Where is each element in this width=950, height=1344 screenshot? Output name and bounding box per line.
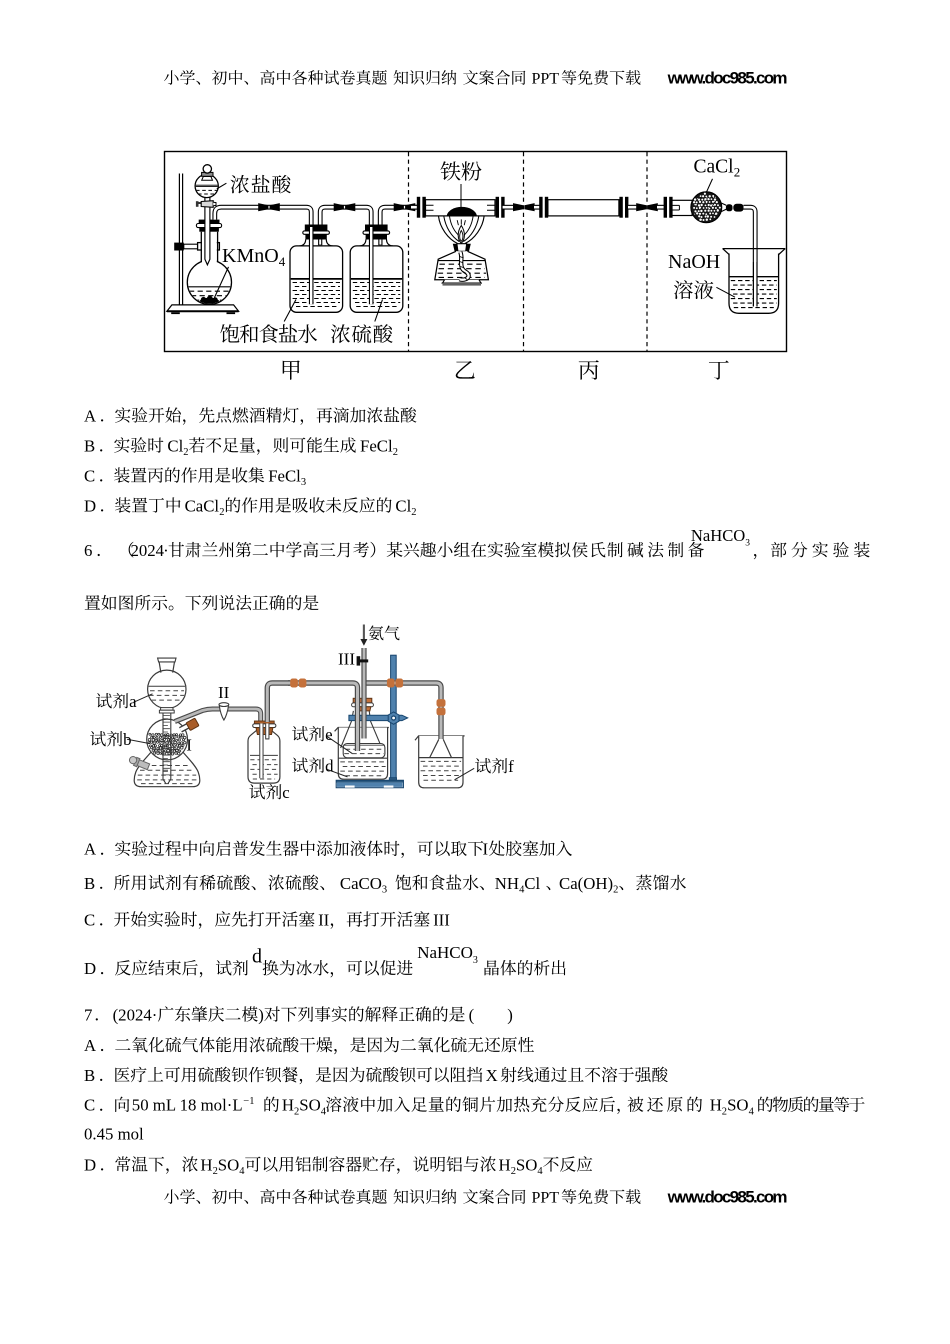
svg-text:2: 2 bbox=[734, 165, 741, 180]
svg-text:B: B bbox=[84, 874, 95, 893]
svg-text:CaCl: CaCl bbox=[694, 157, 735, 178]
svg-text:Cl: Cl bbox=[167, 436, 183, 455]
svg-text:3: 3 bbox=[301, 477, 306, 488]
svg-text:d: d bbox=[325, 757, 334, 776]
svg-text:C: C bbox=[84, 1096, 95, 1115]
svg-text:PPT: PPT bbox=[532, 1190, 560, 1207]
svg-text:I: I bbox=[483, 840, 489, 859]
svg-text:NaHCO: NaHCO bbox=[417, 943, 473, 962]
svg-text:2: 2 bbox=[393, 447, 398, 458]
svg-text:3: 3 bbox=[382, 884, 387, 895]
svg-text:4: 4 bbox=[749, 1106, 755, 1117]
svg-text:2: 2 bbox=[613, 884, 618, 895]
svg-text:PPT: PPT bbox=[532, 71, 560, 88]
svg-text:SO: SO bbox=[218, 1155, 239, 1174]
svg-text:2: 2 bbox=[511, 1166, 516, 1177]
svg-text:X: X bbox=[486, 1066, 498, 1085]
svg-text:·: · bbox=[152, 1005, 158, 1024]
svg-text:KMnO: KMnO bbox=[222, 245, 279, 267]
svg-text:C: C bbox=[84, 466, 95, 485]
svg-text:·: · bbox=[163, 541, 169, 560]
svg-text:SO: SO bbox=[727, 1096, 748, 1115]
svg-text:b: b bbox=[123, 730, 131, 749]
svg-text:2: 2 bbox=[411, 507, 416, 518]
svg-text:4: 4 bbox=[279, 254, 286, 269]
svg-text:B: B bbox=[84, 436, 95, 455]
svg-text:2: 2 bbox=[722, 1106, 727, 1117]
svg-text:H: H bbox=[710, 1096, 722, 1115]
svg-text:d: d bbox=[252, 946, 262, 968]
svg-text:SO: SO bbox=[299, 1096, 320, 1115]
svg-text:3: 3 bbox=[473, 955, 478, 966]
svg-text:4: 4 bbox=[321, 1106, 327, 1117]
svg-text:CaCO: CaCO bbox=[340, 874, 382, 893]
svg-text:www.doc985.com: www.doc985.com bbox=[667, 1188, 788, 1207]
svg-text:A: A bbox=[84, 406, 96, 425]
svg-text:NaOH: NaOH bbox=[668, 251, 720, 273]
svg-text:2024: 2024 bbox=[131, 541, 165, 560]
svg-text:7: 7 bbox=[84, 1005, 92, 1024]
svg-text:SO: SO bbox=[516, 1155, 537, 1174]
svg-text:2: 2 bbox=[213, 1166, 218, 1177]
svg-text:3: 3 bbox=[745, 539, 750, 549]
svg-text:): ) bbox=[507, 1005, 513, 1024]
svg-text:50 mL 18 mol·L: 50 mL 18 mol·L bbox=[132, 1096, 243, 1115]
svg-text:D: D bbox=[84, 1155, 96, 1174]
svg-text:(: ( bbox=[469, 1005, 475, 1024]
svg-text:A: A bbox=[84, 840, 96, 859]
svg-text:4: 4 bbox=[519, 884, 525, 895]
svg-text:2: 2 bbox=[294, 1106, 299, 1117]
svg-text:I: I bbox=[186, 736, 192, 755]
svg-text:): ) bbox=[258, 1005, 264, 1024]
svg-text:FeCl: FeCl bbox=[268, 466, 301, 485]
svg-text:II: II bbox=[318, 910, 329, 929]
svg-text:B: B bbox=[84, 1066, 95, 1085]
svg-text:2: 2 bbox=[183, 447, 188, 458]
svg-text:e: e bbox=[325, 725, 332, 744]
svg-text:Ca(OH): Ca(OH) bbox=[559, 874, 613, 893]
svg-text:(2024: (2024 bbox=[113, 1005, 153, 1024]
svg-text:FeCl: FeCl bbox=[360, 436, 393, 455]
svg-text:f: f bbox=[508, 757, 514, 776]
svg-text:Cl: Cl bbox=[524, 874, 540, 893]
svg-text:4: 4 bbox=[239, 1166, 245, 1177]
svg-text:III: III bbox=[338, 650, 355, 669]
svg-text:D: D bbox=[84, 959, 96, 978]
svg-text:D: D bbox=[84, 496, 96, 515]
svg-text:2: 2 bbox=[219, 507, 224, 518]
svg-text:II: II bbox=[218, 683, 230, 702]
svg-text:H: H bbox=[499, 1155, 511, 1174]
svg-text:c: c bbox=[282, 783, 289, 802]
svg-text:www.doc985.com: www.doc985.com bbox=[667, 69, 788, 88]
svg-text:Cl: Cl bbox=[395, 496, 411, 515]
svg-text:NaHCO: NaHCO bbox=[691, 526, 745, 545]
svg-text:−1: −1 bbox=[243, 1096, 254, 1107]
svg-text:0.45 mol: 0.45 mol bbox=[84, 1125, 144, 1144]
svg-text:III: III bbox=[433, 910, 450, 929]
svg-text:NH: NH bbox=[495, 874, 519, 893]
svg-text:a: a bbox=[129, 692, 137, 711]
svg-text:C: C bbox=[84, 910, 95, 929]
svg-text:H: H bbox=[282, 1096, 294, 1115]
svg-text:H: H bbox=[200, 1155, 212, 1174]
svg-text:A: A bbox=[84, 1036, 96, 1055]
svg-text:CaCl: CaCl bbox=[185, 496, 220, 515]
svg-text:4: 4 bbox=[537, 1166, 543, 1177]
svg-text:6: 6 bbox=[84, 541, 92, 560]
